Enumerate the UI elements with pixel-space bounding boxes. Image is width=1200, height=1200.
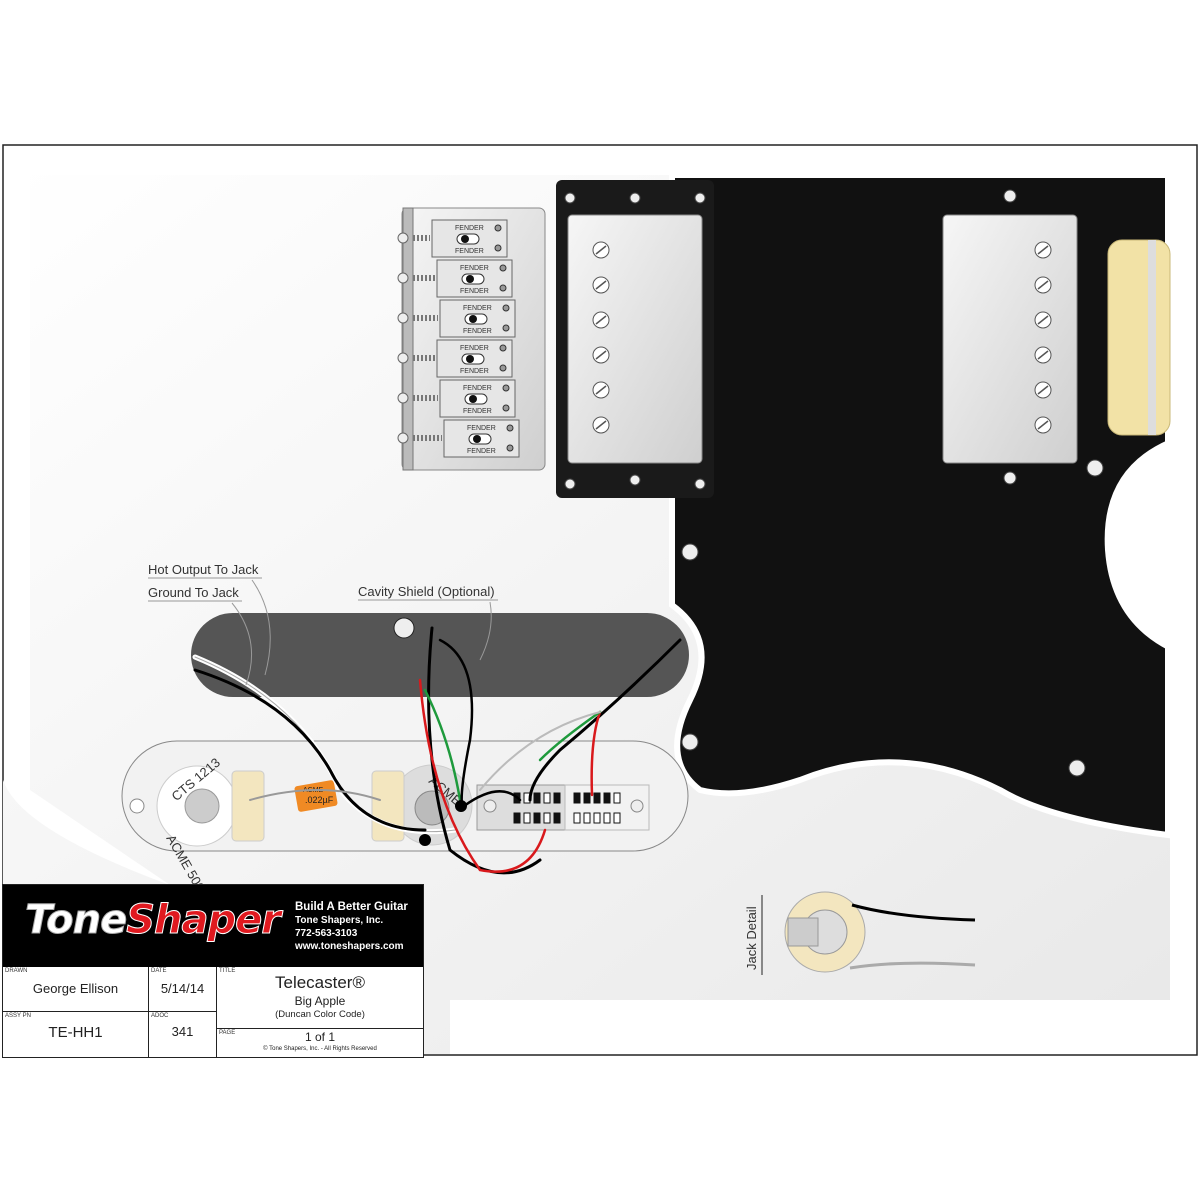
title-cell: TITLE Telecaster® Big Apple (Duncan Colo… [217, 967, 423, 1029]
switch-lug [613, 812, 621, 824]
switch-lug [593, 812, 601, 824]
cavity-shield-label: Cavity Shield (Optional) [358, 584, 495, 599]
switch-lug [553, 792, 561, 804]
switch-lug [553, 812, 561, 824]
svg-text:FENDER: FENDER [463, 408, 492, 415]
svg-text:FENDER: FENDER [467, 448, 496, 455]
nut-fret [1148, 240, 1156, 435]
pot-lugs [231, 770, 265, 842]
switch-lug [603, 792, 611, 804]
bridge-back [402, 207, 414, 471]
company: Tone Shapers, Inc. [295, 915, 384, 926]
date-cell: DATE 5/14/14 [149, 967, 217, 1012]
assy-cell: ASSY PN TE-HH1 [3, 1012, 149, 1057]
assy-value: TE-HH1 [48, 1024, 103, 1041]
subtitle2-value: (Duncan Color Code) [275, 1009, 365, 1020]
neck-humbucker [942, 214, 1078, 464]
svg-text:FENDER: FENDER [460, 368, 489, 375]
toneshaper-logo: ToneShaper [24, 897, 281, 944]
jack-detail-label: Jack Detail [744, 906, 759, 970]
switch-lug [533, 812, 541, 824]
svg-text:FENDER: FENDER [460, 288, 489, 295]
title-block-header: ToneShaper Build A Better Guitar Tone Sh… [3, 885, 423, 967]
pickguard-cutout [1104, 440, 1168, 650]
ground-label: Ground To Jack [148, 585, 239, 600]
tagline: Build A Better Guitar [295, 901, 408, 913]
switch-lug [573, 792, 581, 804]
drawn-cell: DRAWN George Ellison [3, 967, 149, 1012]
switch-lug [543, 792, 551, 804]
switch-lug [573, 812, 581, 824]
saddle-text: FENDER [460, 345, 489, 352]
switch-lug [613, 792, 621, 804]
saddle-text: FENDER [455, 225, 484, 232]
svg-text:FENDER: FENDER [463, 328, 492, 335]
pickguard [669, 172, 1171, 839]
phone: 772-563-3103 [295, 928, 358, 939]
bridge-humbucker [567, 214, 703, 464]
screw-icons [681, 189, 1104, 777]
adoc-cell: ADOC 341 [149, 1012, 217, 1057]
switch-lug [533, 792, 541, 804]
switch-lug [583, 812, 591, 824]
switch-lug [603, 812, 611, 824]
date-value: 5/14/14 [160, 981, 205, 996]
saddle-text: FENDER [460, 265, 489, 272]
page-value: 1 of 1 [304, 1030, 336, 1044]
svg-text:FENDER: FENDER [455, 248, 484, 255]
switch-lug [523, 812, 531, 824]
ground-screw-icon [393, 617, 415, 639]
saddle-text: FENDER [463, 385, 492, 392]
pickup-pole-pieces [592, 241, 1052, 434]
switch-lug [543, 812, 551, 824]
switch-lug [593, 792, 601, 804]
switch-contacts [483, 792, 644, 824]
hot-output-label: Hot Output To Jack [148, 562, 259, 577]
title-value: Telecaster® [274, 973, 365, 992]
pickup-cavity [191, 613, 689, 697]
page-cell: PAGE 1 of 1 © Tone Shapers, Inc. - All R… [217, 1029, 423, 1057]
copyright: © Tone Shapers, Inc. - All Rights Reserv… [263, 1046, 377, 1052]
capacitor-value: .022µF [305, 795, 334, 805]
drawn-value: George Ellison [32, 981, 119, 996]
switch-lug [513, 812, 521, 824]
title-block: ToneShaper Build A Better Guitar Tone Sh… [2, 884, 424, 1058]
saddle-text: FENDER [463, 305, 492, 312]
wires [192, 626, 682, 875]
saddle-text: FENDER [467, 425, 496, 432]
adoc-value: 341 [171, 1024, 194, 1039]
website: www.toneshapers.com [295, 941, 404, 952]
switch-lug [583, 792, 591, 804]
saddle [439, 379, 516, 418]
subtitle-value: Big Apple [294, 994, 346, 1008]
capacitor [294, 780, 338, 812]
bridge-saddles: FENDER FENDER FENDER FENDER FENDER FENDER FEND… [397, 219, 520, 458]
label-leaders [148, 577, 498, 686]
neck [1107, 239, 1171, 436]
